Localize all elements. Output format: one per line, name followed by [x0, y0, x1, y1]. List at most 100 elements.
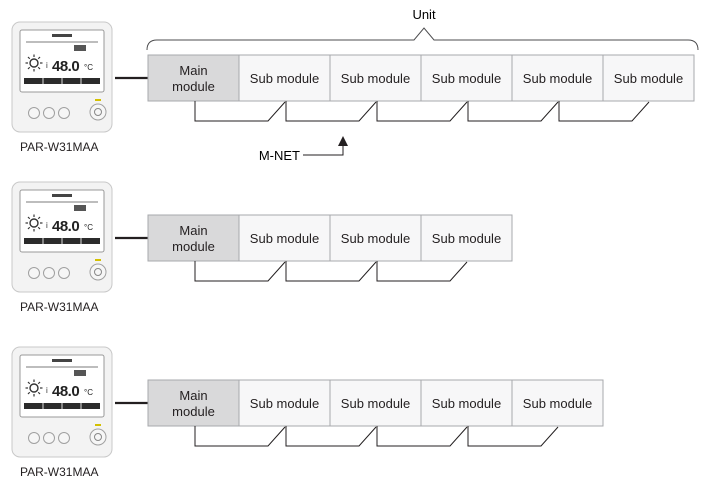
sub-module: Sub module: [329, 54, 422, 102]
screen-sub-mark: i: [46, 386, 48, 395]
sun-icon-ray: [27, 66, 31, 70]
sub-module-box: [238, 379, 331, 427]
sun-icon-ray: [37, 226, 41, 230]
controller-button: [43, 267, 55, 279]
sub-module-box: [602, 54, 695, 102]
sun-icon: [25, 379, 43, 397]
power-button: [89, 428, 107, 446]
sub-module-label: Sub module: [614, 71, 683, 86]
sun-icon-ray: [27, 391, 31, 395]
screen-temperature: 48.0: [52, 58, 79, 75]
sub-module: Sub module: [329, 214, 422, 262]
sun-icon: [25, 214, 43, 232]
sub-module-label: Sub module: [341, 231, 410, 246]
screen-mode-badge: [74, 370, 86, 376]
sun-icon-ray: [37, 381, 41, 385]
remote-controller: i 48.0 °C PAR-W31MAA: [11, 21, 113, 154]
sun-icon-core: [29, 218, 39, 228]
main-module-label: Main: [179, 223, 207, 238]
sub-module-label: Sub module: [250, 231, 319, 246]
sun-icon-ray: [27, 216, 31, 220]
main-module-label: module: [172, 239, 215, 254]
sun-icon-core: [29, 58, 39, 68]
sub-module-box: [329, 379, 422, 427]
power-icon: [94, 433, 102, 441]
controller-button: [28, 107, 40, 119]
power-led: [95, 259, 101, 261]
mnet-arrowhead: [338, 136, 348, 146]
screen-temperature-unit: °C: [84, 388, 93, 397]
sun-icon-ray: [27, 226, 31, 230]
sub-module-label: Sub module: [523, 396, 592, 411]
mnet-pointer-line: [303, 140, 344, 156]
controller-button: [58, 267, 70, 279]
sub-module-box: [420, 214, 513, 262]
sub-module: Sub module: [420, 54, 513, 102]
main-module-label: module: [172, 404, 215, 419]
sub-module: Sub module: [602, 54, 695, 102]
main-module-box: [147, 214, 240, 262]
sub-module: Sub module: [238, 214, 331, 262]
power-icon: [94, 268, 102, 276]
sub-module: Sub module: [420, 379, 513, 427]
screen-sub-mark: i: [46, 61, 48, 70]
power-button: [89, 263, 107, 281]
screen-temperature: 48.0: [52, 218, 79, 235]
screen-mode-badge: [74, 205, 86, 211]
sub-module-label: Sub module: [523, 71, 592, 86]
sub-module-box: [329, 214, 422, 262]
controller-model-label: PAR-W31MAA: [20, 140, 98, 154]
mnet-wiring: [194, 426, 559, 447]
screen-temperature: 48.0: [52, 383, 79, 400]
sun-icon-ray: [37, 391, 41, 395]
sub-module: Sub module: [511, 54, 604, 102]
sub-module-label: Sub module: [250, 71, 319, 86]
power-led: [95, 99, 101, 101]
sub-module-label: Sub module: [432, 71, 501, 86]
sub-module-label: Sub module: [432, 396, 501, 411]
sub-module-label: Sub module: [432, 231, 501, 246]
controller-button: [43, 107, 55, 119]
screen-status-bar: [26, 366, 98, 368]
sub-module: Sub module: [329, 379, 422, 427]
main-module-label: module: [172, 79, 215, 94]
sun-icon-ray: [37, 216, 41, 220]
sub-module-label: Sub module: [250, 396, 319, 411]
power-button: [89, 103, 107, 121]
screen-temperature-unit: °C: [84, 63, 93, 72]
sub-module: Sub module: [511, 379, 604, 427]
main-module-label: Main: [179, 388, 207, 403]
controller-button: [58, 432, 70, 444]
screen-sub-mark: i: [46, 221, 48, 230]
main-module-box: [147, 54, 240, 102]
sun-icon: [25, 54, 43, 72]
brand-logo-mark: [52, 359, 72, 362]
unit-brace: [146, 27, 699, 51]
controller-button: [43, 432, 55, 444]
screen-status-bar: [26, 201, 98, 203]
sub-module-box: [238, 214, 331, 262]
controller-button: [28, 267, 40, 279]
screen-temperature-unit: °C: [84, 223, 93, 232]
controller-button: [58, 107, 70, 119]
controller-button: [28, 432, 40, 444]
remote-controller: i 48.0 °C PAR-W31MAA: [11, 181, 113, 314]
sub-module: Sub module: [238, 54, 331, 102]
mnet-label: M-NET: [259, 148, 300, 163]
controller-model-label: PAR-W31MAA: [20, 300, 98, 314]
main-module-label: Main: [179, 63, 207, 78]
sub-module: Sub module: [238, 379, 331, 427]
sub-module-box: [511, 379, 604, 427]
sub-module-box: [511, 54, 604, 102]
sun-icon-ray: [27, 381, 31, 385]
screen-mode-badge: [74, 45, 86, 51]
brand-logo-mark: [52, 34, 72, 37]
mnet-wiring: [194, 101, 650, 122]
sub-module-label: Sub module: [341, 71, 410, 86]
